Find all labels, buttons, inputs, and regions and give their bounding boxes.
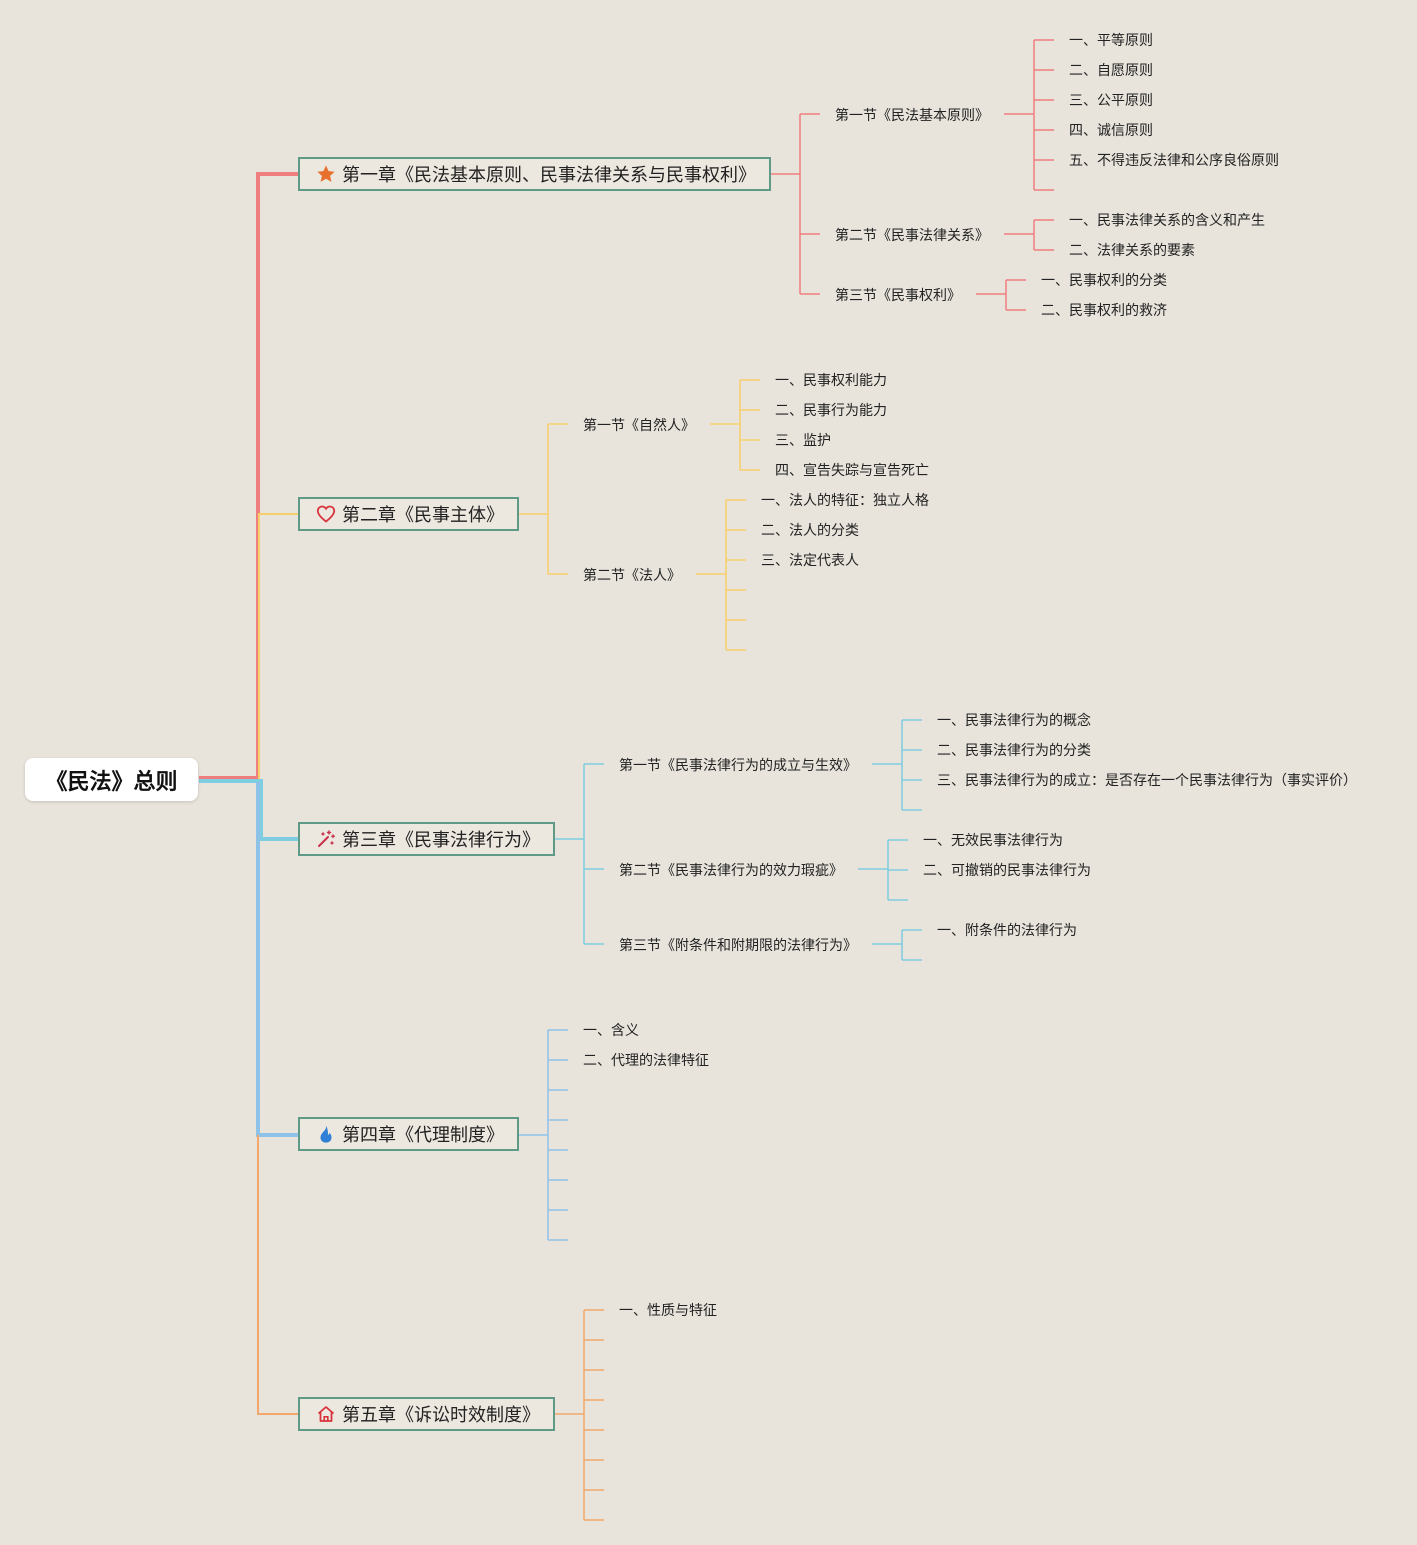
chapter-3-node[interactable]: 第三章《民事法律行为》 — [298, 822, 555, 856]
chapter-4-title: 第四章《代理制度》 — [342, 1125, 504, 1146]
chapter-1-node[interactable]: 第一章《民法基本原则、民事法律关系与民事权利》 — [298, 157, 771, 191]
leaf-item[interactable]: 二、代理的法律特征 — [583, 1053, 709, 1069]
connector-line — [256, 782, 298, 1137]
chapter-4-node[interactable]: 第四章《代理制度》 — [298, 1117, 519, 1151]
connector-line — [257, 1135, 298, 1415]
leaf-item[interactable]: 二、法律关系的要素 — [1069, 243, 1195, 259]
leaf-item[interactable]: 三、监护 — [775, 433, 831, 449]
leaf-item[interactable]: 四、宣告失踪与宣告死亡 — [775, 463, 929, 479]
fire-icon — [316, 1124, 336, 1144]
leaf-item[interactable]: 三、民事法律行为的成立：是否存在一个民事法律行为（事实评价） — [937, 773, 1357, 789]
leaf-item[interactable]: 一、民事权利能力 — [775, 373, 887, 389]
chapter-3-title: 第三章《民事法律行为》 — [342, 830, 540, 851]
root-title: 《民法》总则 — [45, 769, 178, 795]
ch2-section-1-label[interactable]: 第一节《自然人》 — [583, 418, 695, 434]
leaf-item[interactable]: 一、民事法律关系的含义和产生 — [1069, 213, 1265, 229]
leaf-item[interactable]: 一、法人的特征：独立人格 — [761, 493, 929, 509]
chapter-2-title: 第二章《民事主体》 — [342, 505, 504, 526]
leaf-item[interactable]: 一、附条件的法律行为 — [937, 923, 1077, 939]
leaf-item[interactable]: 三、法定代表人 — [761, 553, 859, 569]
connector-line — [258, 513, 298, 780]
leaf-item[interactable]: 一、民事权利的分类 — [1041, 273, 1167, 289]
leaf-item[interactable]: 四、诚信原则 — [1069, 123, 1153, 139]
ch3-section-2-label[interactable]: 第二节《民事法律行为的效力瑕疵》 — [619, 863, 843, 879]
leaf-item[interactable]: 二、法人的分类 — [761, 523, 859, 539]
connector-line — [199, 779, 298, 841]
chapter-1-title: 第一章《民法基本原则、民事法律关系与民事权利》 — [342, 165, 756, 186]
leaf-item[interactable]: 一、平等原则 — [1069, 33, 1153, 49]
leaf-item[interactable]: 一、含义 — [583, 1023, 639, 1039]
ch2-section-2-label[interactable]: 第二节《法人》 — [583, 568, 681, 584]
leaf-item[interactable]: 五、不得违反法律和公序良俗原则 — [1069, 153, 1279, 169]
star-icon — [316, 164, 336, 184]
chapter-5-node[interactable]: 第五章《诉讼时效制度》 — [298, 1397, 555, 1431]
leaf-item[interactable]: 一、民事法律行为的概念 — [937, 713, 1091, 729]
heart-icon — [316, 504, 336, 524]
chapter-5-title: 第五章《诉讼时效制度》 — [342, 1405, 540, 1426]
leaf-item[interactable]: 二、民事权利的救济 — [1041, 303, 1167, 319]
root-node[interactable]: 《民法》总则 — [25, 758, 198, 801]
leaf-item[interactable]: 三、公平原则 — [1069, 93, 1153, 109]
leaf-item[interactable]: 二、可撤销的民事法律行为 — [923, 863, 1091, 879]
leaf-item[interactable]: 一、无效民事法律行为 — [923, 833, 1063, 849]
connector-line — [199, 172, 298, 780]
leaf-item[interactable]: 一、性质与特征 — [619, 1303, 717, 1319]
ch3-section-1-label[interactable]: 第一节《民事法律行为的成立与生效》 — [619, 758, 857, 774]
ch3-section-3-label[interactable]: 第三节《附条件和附期限的法律行为》 — [619, 938, 857, 954]
ch1-section-1-label[interactable]: 第一节《民法基本原则》 — [835, 108, 989, 124]
home-icon — [316, 1404, 336, 1424]
ch1-section-2-label[interactable]: 第二节《民事法律关系》 — [835, 228, 989, 244]
ch1-section-3-label[interactable]: 第三节《民事权利》 — [835, 288, 961, 304]
leaf-item[interactable]: 二、民事行为能力 — [775, 403, 887, 419]
leaf-item[interactable]: 二、自愿原则 — [1069, 63, 1153, 79]
magic-wand-icon — [316, 829, 336, 849]
chapter-2-node[interactable]: 第二章《民事主体》 — [298, 497, 519, 531]
leaf-item[interactable]: 二、民事法律行为的分类 — [937, 743, 1091, 759]
